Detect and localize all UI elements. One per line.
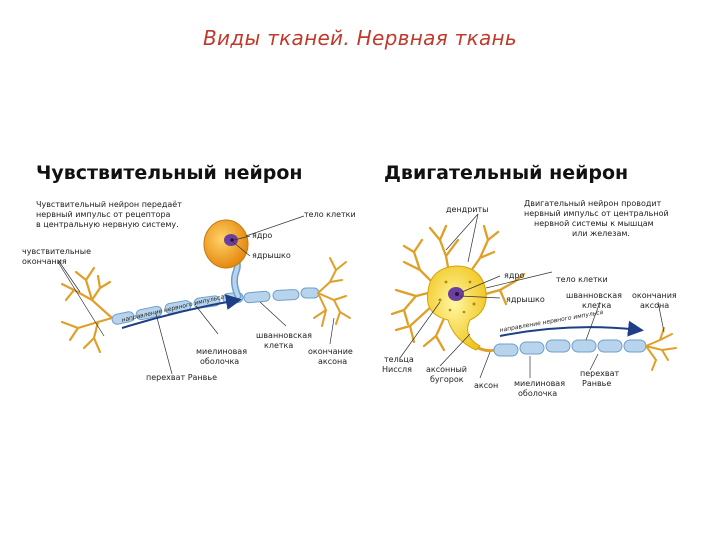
motor-nucleus-label: ядро (504, 271, 524, 280)
motor-neuron: направление нервного импульса Двигательн… (382, 199, 679, 398)
sensory-impulse-arrow (121, 294, 242, 329)
sensory-axon-terminal-branches (313, 257, 351, 327)
motor-cell-body-label: тело клетки (556, 275, 608, 284)
motor-axon-terminal-branches (645, 327, 677, 371)
sensory-nucleolus-label: ядрышко (252, 251, 291, 260)
sensory-schwann-label: шванновская клетка (256, 331, 315, 350)
motor-neuron-heading: Двигательный нейрон (384, 162, 629, 184)
motor-dendrites (390, 224, 526, 352)
motor-impulse-label: направление нервного импульса (499, 309, 604, 334)
sensory-nucleus-label: ядро (252, 231, 272, 240)
sensory-nucleolus (230, 238, 234, 242)
sensory-endings-label: чувствительные окончания (22, 247, 94, 266)
sensory-description: Чувствительный нейрон передаёт нервный и… (36, 200, 184, 229)
motor-ranvier-label: перехват Ранвье (580, 369, 622, 388)
sensory-impulse-label: направление нервного импульса (121, 293, 225, 324)
motor-leader-lines (399, 213, 665, 379)
motor-dendrites-label: дендриты (446, 205, 488, 214)
motor-impulse-arrow (499, 320, 644, 337)
motor-axon-ending-label: окончания аксона (632, 291, 679, 310)
sensory-neuron-heading: Чувствительный нейрон (36, 162, 303, 184)
motor-nucleolus (455, 292, 459, 296)
motor-cell-body (426, 265, 487, 351)
sensory-cell-body-label: тело клетки (304, 210, 356, 219)
sensory-neuron: направление нервного импульса Чувствител… (22, 200, 356, 382)
motor-nissl-label: тельца Ниссля (382, 355, 416, 374)
sensory-myelin-label: миелиновая оболочка (196, 347, 250, 366)
sensory-ranvier-label: перехват Ранвье (146, 373, 217, 382)
motor-nucleolus-label: ядрышко (506, 295, 545, 304)
slide-title: Виды тканей. Нервная ткань (203, 26, 517, 50)
motor-myelin-label: миелиновая оболочка (514, 379, 568, 398)
sensory-endings-branches (60, 266, 114, 354)
motor-axon-hillock-label: аксонный бугорок (426, 365, 470, 384)
motor-schwann-label: шванновская клетка (566, 291, 625, 310)
sensory-axon-ending-label: окончание аксона (308, 347, 355, 366)
motor-axon-label: аксон (474, 381, 498, 390)
motor-description: Двигательный нейрон проводит нервный имп… (524, 199, 671, 238)
sensory-axon-right (243, 287, 320, 304)
motor-nissl-bodies (438, 280, 476, 314)
motor-axon-segments (493, 339, 647, 357)
sensory-leader-lines (57, 215, 335, 375)
